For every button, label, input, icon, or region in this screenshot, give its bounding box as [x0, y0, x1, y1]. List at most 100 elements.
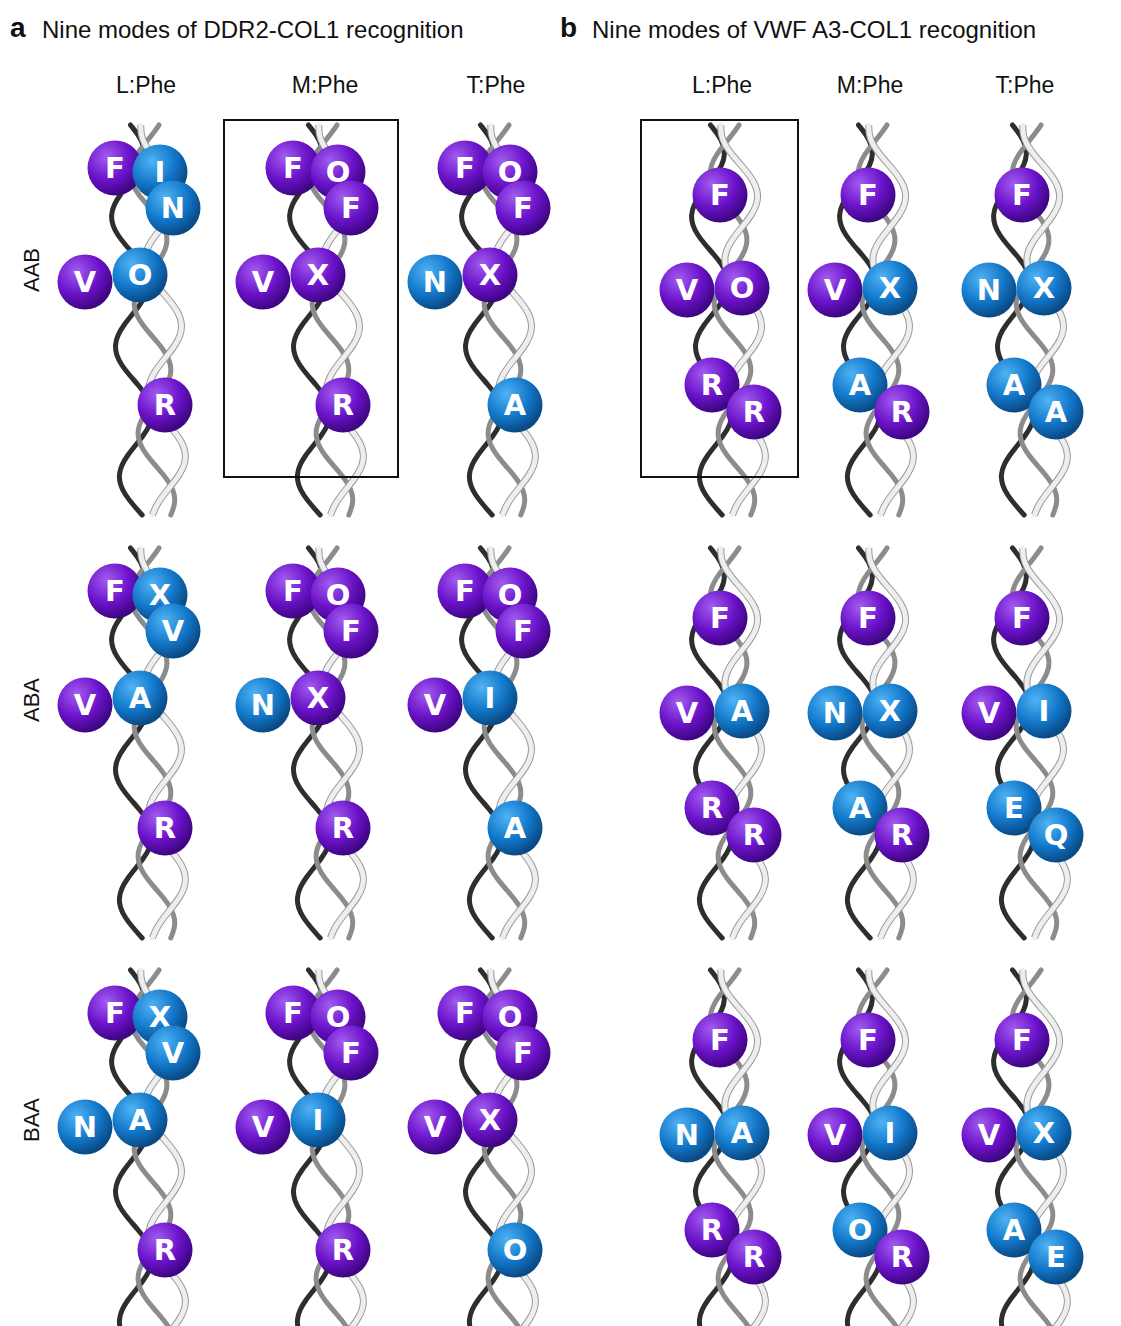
residue-letter: N [145, 180, 201, 236]
column-header: T:Phe [996, 74, 1055, 97]
sphere-fill [408, 255, 463, 310]
residue-letter: I [862, 1105, 918, 1161]
residue-sphere: A [112, 1092, 168, 1148]
residue-letter: F [840, 590, 896, 646]
residue-sphere: V [407, 677, 463, 733]
residue-letter: F [692, 1012, 748, 1068]
residue-sphere: N [145, 180, 201, 236]
residue-sphere: X [862, 683, 918, 739]
sphere-fill [58, 255, 113, 310]
residue-letter: A [112, 670, 168, 726]
residue-letter: V [235, 1099, 291, 1155]
sphere-fill [58, 678, 113, 733]
residue-letter: V [807, 262, 863, 318]
residue-letter: A [1028, 384, 1084, 440]
residue-sphere: V [145, 603, 201, 659]
highlight-box [641, 120, 798, 477]
residue-sphere: X [862, 260, 918, 316]
sphere-fill [146, 181, 201, 236]
residue-letter: R [726, 1229, 782, 1285]
sphere-fill [496, 181, 551, 236]
residue-letter: V [235, 254, 291, 310]
residue-sphere: R [874, 807, 930, 863]
residue-letter: F [692, 590, 748, 646]
sphere-fill [496, 1026, 551, 1081]
sphere-fill [841, 591, 896, 646]
residue-letter: N [807, 685, 863, 741]
sphere-fill [408, 1100, 463, 1155]
residue-sphere: R [315, 1222, 371, 1278]
residue-sphere: I [1016, 683, 1072, 739]
residue-letter: E [1028, 1229, 1084, 1285]
residue-letter: F [840, 1012, 896, 1068]
residue-letter: F [495, 603, 551, 659]
residue-sphere: I [462, 670, 518, 726]
residue-sphere: V [807, 262, 863, 318]
residue-letter: I [1016, 683, 1072, 739]
residue-sphere: R [726, 807, 782, 863]
residue-sphere: F [323, 603, 379, 659]
sphere-fill [1029, 808, 1084, 863]
residue-sphere: V [235, 1099, 291, 1155]
highlight-box [224, 120, 398, 477]
residue-sphere: X [462, 247, 518, 303]
residue-sphere: E [1028, 1229, 1084, 1285]
sphere-fill [324, 1026, 379, 1081]
residue-letter: X [1016, 260, 1072, 316]
column-header: M:Phe [837, 74, 903, 97]
sphere-fill [660, 263, 715, 318]
residue-letter: R [137, 800, 193, 856]
residue-letter: A [714, 1105, 770, 1161]
row-label: ABA [21, 678, 43, 722]
sphere-fill [995, 591, 1050, 646]
sphere-fill [408, 678, 463, 733]
residue-sphere: F [994, 590, 1050, 646]
residue-letter: R [874, 384, 930, 440]
residue-sphere: Q [1028, 807, 1084, 863]
residue-sphere: V [235, 254, 291, 310]
sphere-fill [463, 671, 518, 726]
sphere-fill [1029, 1230, 1084, 1285]
residue-letter: R [874, 807, 930, 863]
residue-letter: X [1016, 1105, 1072, 1161]
sphere-fill [715, 1106, 770, 1161]
residue-letter: V [407, 677, 463, 733]
row-label: BAA [21, 1098, 43, 1142]
residue-sphere: V [961, 1107, 1017, 1163]
residue-sphere: N [235, 677, 291, 733]
residue-letter: O [714, 260, 770, 316]
residue-sphere: N [57, 1099, 113, 1155]
sphere-fill [1017, 684, 1072, 739]
sphere-fill [660, 1108, 715, 1163]
residue-letter: F [840, 167, 896, 223]
sphere-fill [727, 808, 782, 863]
residue-letter: V [659, 685, 715, 741]
residue-letter: R [137, 377, 193, 433]
panel-title: Nine modes of VWF A3-COL1 recognition [592, 18, 1036, 42]
sphere-fill [236, 255, 291, 310]
residue-letter: V [961, 685, 1017, 741]
panel-letter: b [560, 14, 577, 42]
residue-sphere: A [714, 1105, 770, 1161]
residue-sphere: X [290, 247, 346, 303]
residue-sphere: R [874, 1229, 930, 1285]
sphere-fill [693, 591, 748, 646]
sphere-fill [863, 261, 918, 316]
sphere-fill [841, 168, 896, 223]
residue-sphere: R [137, 800, 193, 856]
residue-sphere: R [315, 377, 371, 433]
sphere-fill [715, 684, 770, 739]
residue-letter: N [407, 254, 463, 310]
residue-sphere: R [726, 384, 782, 440]
residue-letter: F [323, 180, 379, 236]
residue-sphere: X [1016, 260, 1072, 316]
residue-sphere: F [840, 167, 896, 223]
residue-letter: F [495, 180, 551, 236]
residue-letter: V [961, 1107, 1017, 1163]
sphere-fill [488, 801, 543, 856]
sphere-fill [995, 1013, 1050, 1068]
residue-letter: A [487, 800, 543, 856]
column-header: L:Phe [692, 74, 752, 97]
residue-letter: R [726, 384, 782, 440]
